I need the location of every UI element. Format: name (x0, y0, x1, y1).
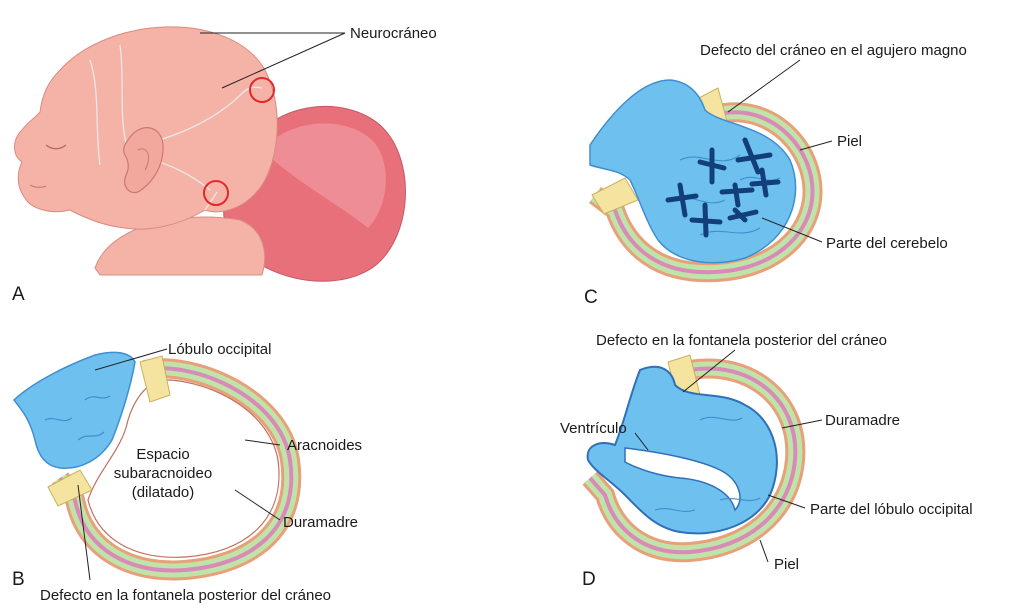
label-cerebellum: Parte del cerebelo (826, 235, 948, 252)
panel-c: Defecto del cráneo en el agujero magno P… (584, 42, 967, 308)
panel-letter-d: D (582, 569, 596, 590)
label-skin-d: Piel (774, 556, 799, 573)
label-occipital-lobe: Lóbulo occipital (168, 341, 271, 358)
skull-bone-b-lower (48, 470, 92, 506)
panel-letter-c: C (584, 287, 598, 308)
panel-d: Defecto en la fontanela posterior del cr… (560, 332, 973, 590)
label-dura-d: Duramadre (825, 412, 900, 429)
label-skin-c: Piel (837, 133, 862, 150)
label-space-line1: Espacio (136, 446, 189, 463)
panel-b: Lóbulo occipital Espacio subaracnoideo (… (12, 341, 362, 604)
panel-letter-b: B (12, 569, 25, 590)
label-defect-b: Defecto en la fontanela posterior del cr… (40, 587, 331, 604)
label-space-line3: (dilatado) (132, 484, 195, 501)
label-space-line2: subaracnoideo (114, 465, 212, 482)
panel-letter-a: A (12, 284, 25, 305)
label-occipital-part: Parte del lóbulo occipital (810, 501, 973, 518)
label-ventricle: Ventrículo (560, 420, 627, 437)
label-arachnoid: Aracnoides (287, 437, 362, 454)
label-defect-c: Defecto del cráneo en el agujero magno (700, 42, 967, 59)
label-neurocranium: Neurocráneo (350, 25, 437, 42)
label-dura-b: Duramadre (283, 514, 358, 531)
panel-a: Neurocráneo A (12, 25, 437, 305)
label-defect-d: Defecto en la fontanela posterior del cr… (596, 332, 887, 349)
